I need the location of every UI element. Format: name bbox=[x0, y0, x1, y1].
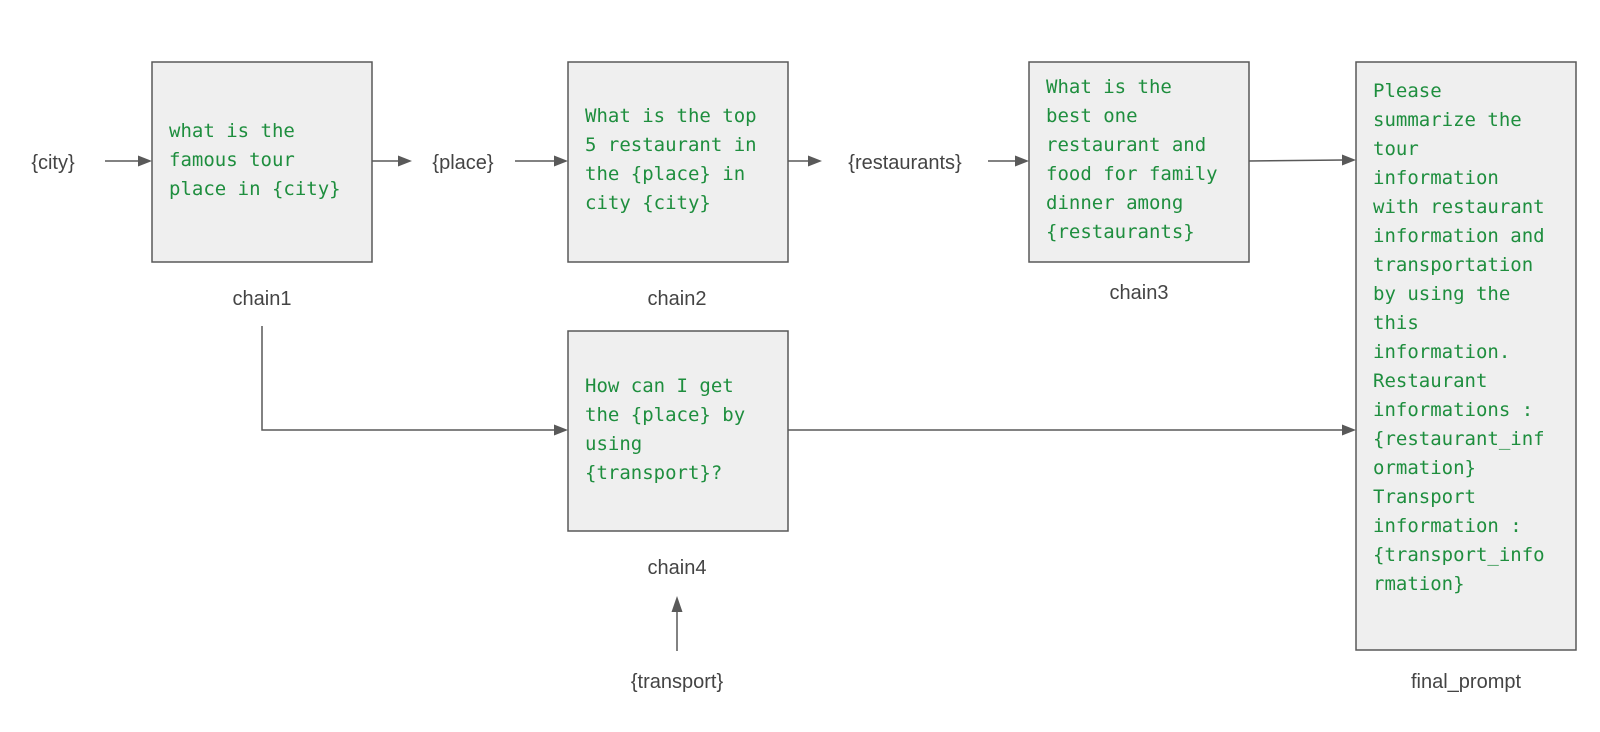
chain4-box bbox=[567, 330, 789, 532]
chain1-box bbox=[151, 61, 373, 263]
var-city: {city} bbox=[31, 152, 75, 174]
chain4-prompt: How can I get the {place} by using {tran… bbox=[585, 375, 757, 484]
prompt-line: with restaurant bbox=[1373, 196, 1545, 218]
final-prompt-box bbox=[1355, 61, 1577, 651]
chain3-prompt: What is the best one restaurant and food… bbox=[1046, 76, 1229, 243]
var-restaurants: {restaurants} bbox=[848, 152, 962, 174]
prompt-line: famous tour bbox=[169, 149, 295, 171]
prompt-line: the {place} in bbox=[585, 163, 745, 185]
prompt-line: {restaurant_inf bbox=[1373, 428, 1545, 450]
prompt-line: informations : bbox=[1373, 399, 1533, 421]
chain2-prompt: What is the top 5 restaurant in the {pla… bbox=[585, 105, 768, 214]
prompt-line: information : bbox=[1373, 515, 1522, 537]
chain1-node: what is the famous tour place in {city} … bbox=[151, 61, 373, 310]
prompt-line: ormation} bbox=[1373, 457, 1476, 479]
prompt-line: Restaurant bbox=[1373, 370, 1487, 392]
chain2-box bbox=[567, 61, 789, 263]
prompt-line: rmation} bbox=[1373, 573, 1465, 595]
prompt-line: this bbox=[1373, 312, 1419, 334]
arrow-chain4-to-final-head bbox=[1342, 424, 1356, 436]
prompt-line: restaurant and bbox=[1046, 134, 1206, 156]
prompt-line: {restaurants} bbox=[1046, 221, 1195, 243]
prompt-line: How can I get bbox=[585, 375, 734, 397]
prompt-line: What is the bbox=[1046, 76, 1172, 98]
prompt-line: transportation bbox=[1373, 254, 1533, 276]
prompt-line: what is the bbox=[169, 120, 295, 142]
prompt-line: best one bbox=[1046, 105, 1138, 127]
prompt-line: 5 restaurant in bbox=[585, 134, 757, 156]
arrow-transport-to-chain4-head bbox=[671, 596, 683, 612]
prompt-line: tour bbox=[1373, 138, 1419, 160]
prompt-line: by using the bbox=[1373, 283, 1510, 305]
chain3-box bbox=[1028, 61, 1250, 263]
chain4-label: chain4 bbox=[648, 557, 707, 579]
chain2-label: chain2 bbox=[648, 288, 707, 310]
prompt-line: {transport_info bbox=[1373, 544, 1545, 566]
chain1-prompt: what is the famous tour place in {city} bbox=[169, 120, 341, 200]
chain1-label: chain1 bbox=[233, 288, 292, 310]
arrow-city-to-chain1-head bbox=[138, 155, 152, 167]
prompt-line: city {city} bbox=[585, 192, 711, 214]
prompt-line: the {place} by bbox=[585, 404, 745, 426]
variable-labels: {city} {place} {restaurants} {transport} bbox=[31, 152, 962, 693]
final-prompt-label: final_prompt bbox=[1411, 671, 1522, 693]
var-transport: {transport} bbox=[631, 671, 724, 693]
final-prompt-node: Please summarize the tour information wi… bbox=[1355, 61, 1577, 693]
final-prompt-text: Please summarize the tour information wi… bbox=[1373, 80, 1556, 595]
prompt-line: Please bbox=[1373, 80, 1442, 102]
prompt-line: summarize the bbox=[1373, 109, 1522, 131]
arrow-chain1-to-chain4-head bbox=[554, 424, 568, 436]
chain3-label: chain3 bbox=[1110, 282, 1169, 304]
chain3-node: What is the best one restaurant and food… bbox=[1028, 61, 1250, 304]
prompt-line: place in {city} bbox=[169, 178, 341, 200]
arrow-chain3-to-final bbox=[1248, 159, 1345, 162]
arrow-chain3-to-final-head bbox=[1342, 154, 1356, 166]
arrow-chain2-to-restaurants-head bbox=[808, 155, 822, 167]
prompt-line: using bbox=[585, 433, 642, 455]
prompt-line: information bbox=[1373, 167, 1499, 189]
chain4-node: How can I get the {place} by using {tran… bbox=[567, 330, 789, 579]
prompt-line: What is the top bbox=[585, 105, 757, 127]
arrow-restaurants-to-chain3-head bbox=[1015, 155, 1029, 167]
prompt-line: information. bbox=[1373, 341, 1510, 363]
chain2-node: What is the top 5 restaurant in the {pla… bbox=[567, 61, 789, 310]
prompt-line: food for family bbox=[1046, 163, 1218, 185]
prompt-line: dinner among bbox=[1046, 192, 1183, 214]
arrow-place-to-chain2-head bbox=[554, 155, 568, 167]
var-place: {place} bbox=[432, 152, 493, 174]
prompt-line: Transport bbox=[1373, 486, 1476, 508]
prompt-line: information and bbox=[1373, 225, 1545, 247]
arrow-chain1-to-chain4 bbox=[261, 326, 556, 431]
arrow-chain1-to-place-head bbox=[398, 155, 412, 167]
connectors bbox=[105, 154, 1356, 651]
prompt-line: {transport}? bbox=[585, 462, 722, 484]
